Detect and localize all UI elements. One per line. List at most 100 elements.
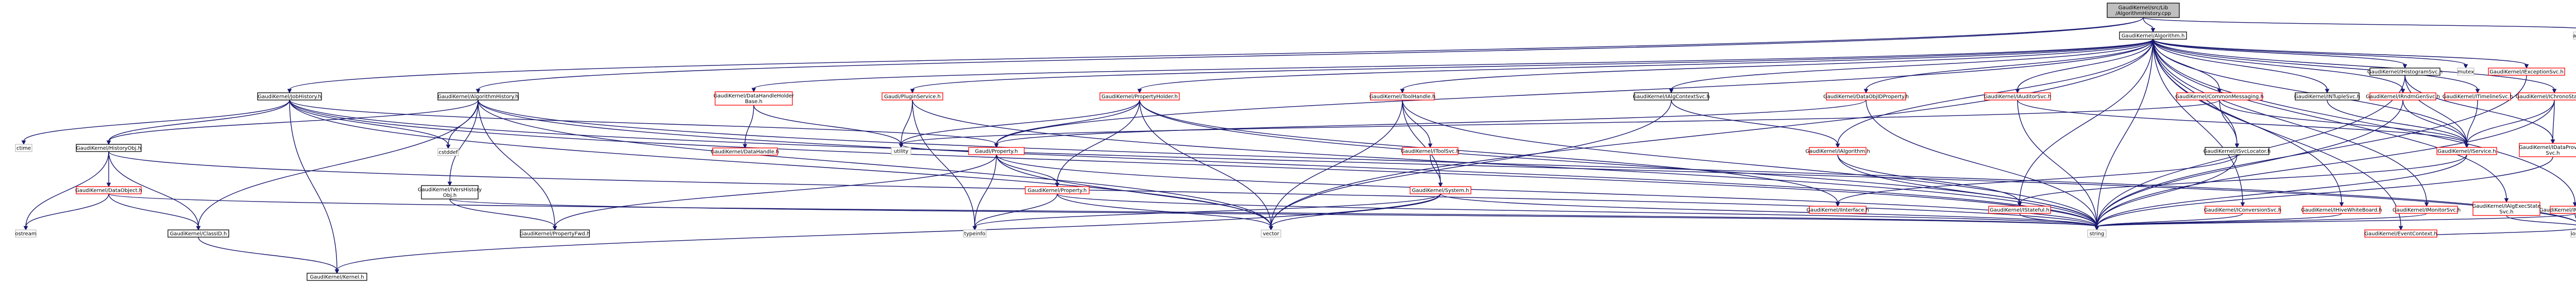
node-iivelvwhiteboard-h[interactable]: GaudiKernel/IHiveWhiteBoard.h xyxy=(2301,206,2382,214)
node-iinterface-h[interactable]: GaudiKernel/IInterface.h xyxy=(1806,206,1869,214)
node-iexceptionsvc-h[interactable]: GaudiKernel/IExceptionSvc.h xyxy=(2488,68,2565,76)
node-box[interactable] xyxy=(15,144,32,152)
node-mutex[interactable]: mutex xyxy=(2457,68,2475,76)
node-box[interactable] xyxy=(1370,92,1435,101)
node-box[interactable] xyxy=(2395,206,2458,214)
node-imonitorsvc-h[interactable]: GaudiKernel/IMonitorSvc.h xyxy=(2393,206,2461,214)
node-box[interactable] xyxy=(2205,206,2281,214)
node-cstddef[interactable]: cstddef xyxy=(437,148,459,156)
node-jobhistory-h[interactable]: GaudiKernel/JobHistory.h xyxy=(257,92,322,101)
node-box[interactable] xyxy=(421,185,479,199)
node-box[interactable] xyxy=(2295,92,2360,101)
node-box[interactable] xyxy=(1261,229,1281,238)
node-itoolsvc-h[interactable]: GaudiKernel/IToolSvc.h xyxy=(1401,147,1460,155)
node-box[interactable] xyxy=(1984,92,2051,101)
node-iconversionsvc-h[interactable]: GaudiKernel/IConversionSvc.h xyxy=(2204,206,2281,214)
node-propertyholder-h[interactable]: GaudiKernel/PropertyHolder.h xyxy=(1099,92,1180,101)
node-algorithmhistory-h[interactable]: GaudiKernel/AlgorithmHistory.h xyxy=(437,92,519,101)
node-utility[interactable]: utility xyxy=(891,147,911,155)
node-box[interactable] xyxy=(2107,3,2180,18)
node-box[interactable] xyxy=(712,147,778,156)
node-dataobject-h[interactable]: GaudiKernel/DataObject.h xyxy=(75,186,142,194)
node-box[interactable] xyxy=(167,229,229,238)
node-string[interactable]: string xyxy=(2087,229,2107,238)
node-ctime[interactable]: ctime xyxy=(15,144,32,152)
node-datadbjproperty-h[interactable]: GaudiKernel/DataObjIDProperty.h xyxy=(1823,92,1909,101)
node-box[interactable] xyxy=(1410,186,1471,194)
node-box[interactable] xyxy=(437,148,459,156)
node-box[interactable] xyxy=(1988,206,2051,214)
node-istatefulinterface-h[interactable]: GaudiKernel/IStateful.h xyxy=(1988,206,2051,214)
node-box[interactable] xyxy=(2457,68,2475,76)
node-isystem-h[interactable]: GaudiKernel/System.h xyxy=(1410,186,1471,194)
node-box[interactable] xyxy=(257,92,322,101)
node-box[interactable] xyxy=(2176,92,2263,101)
node-ialgcontextsvc-h[interactable]: GaudiKernel/IAlgContextSvc.h xyxy=(1633,92,1710,101)
node-kernel-h[interactable]: GaudiKernel/Kernel.h xyxy=(307,273,367,281)
node-box[interactable] xyxy=(2436,147,2497,155)
node-eventcontext-h[interactable]: GaudiKernel/EventContext.h xyxy=(2364,229,2437,238)
node-isvclocator-h[interactable]: GaudiKernel/ISvcLocator.h xyxy=(2204,147,2271,155)
node-box[interactable] xyxy=(2444,92,2511,101)
node-root[interactable]: GaudiKernel/src/Lib/AlgorithmHistory.cpp xyxy=(2107,3,2180,18)
node-toolhandle-h[interactable]: GaudiKernel/ToolHandle.h xyxy=(1369,92,1435,101)
node-box[interactable] xyxy=(15,229,37,238)
node-ialgorithm-h[interactable]: GaudiKernel/IAlgorithm.h xyxy=(1805,147,1870,155)
node-classid-h[interactable]: GaudiKernel/ClassID.h xyxy=(167,229,229,238)
node-algorithm-h[interactable]: GaudiKernel/Algorithm.h xyxy=(2119,31,2187,40)
node-box[interactable] xyxy=(1809,147,1867,155)
node-property-h[interactable]: Gaudi/Property.h xyxy=(968,147,1025,155)
node-box[interactable] xyxy=(520,229,590,238)
node-box[interactable] xyxy=(437,92,519,101)
node-ichronostatsvc-h[interactable]: GaudiKernel/IChronoStatSvc.h xyxy=(2516,92,2576,101)
node-propertyfwd-h[interactable]: GaudiKernel/PropertyFwd.h xyxy=(520,229,590,238)
node-box[interactable] xyxy=(2369,68,2441,76)
node-box[interactable] xyxy=(2488,68,2565,76)
node-box[interactable] xyxy=(2570,229,2576,238)
node-box[interactable] xyxy=(963,229,987,238)
node-box[interactable] xyxy=(882,92,943,101)
node-box[interactable] xyxy=(307,273,367,281)
node-box[interactable] xyxy=(2550,206,2576,214)
node-box[interactable] xyxy=(2573,31,2576,40)
node-gaudiproperty-h[interactable]: GaudiKernel/Property.h xyxy=(1025,186,1090,194)
node-box[interactable] xyxy=(76,186,142,194)
node-ihistogramsvc-h[interactable]: GaudiKernel/IHistogramSvc.h xyxy=(2367,68,2443,76)
node-ostream[interactable]: ostream xyxy=(15,229,37,238)
node-box[interactable] xyxy=(968,147,1025,155)
node-idataprovidersvc-h[interactable]: GaudiKernel/IDataProviderSvc.h xyxy=(2519,143,2576,157)
node-iauditorsvc-h[interactable]: GaudiKernel/IAuditorSvc.h xyxy=(1984,92,2052,101)
node-box[interactable] xyxy=(2519,143,2576,157)
node-box[interactable] xyxy=(891,147,911,155)
node-assert-h[interactable]: assert.h xyxy=(2573,31,2576,40)
node-box[interactable] xyxy=(2302,206,2381,214)
node-historyobj-h[interactable]: GaudiKernel/HistoryObj.h xyxy=(76,144,142,152)
node-box[interactable] xyxy=(1826,92,1906,101)
node-vector[interactable]: vector xyxy=(1261,229,1281,238)
node-box[interactable] xyxy=(76,144,142,152)
node-intuplesvc-h[interactable]: GaudiKernel/INTupleSvc.h xyxy=(2294,92,2360,101)
node-iservice-h[interactable]: GaudiKernel/IService.h xyxy=(2436,147,2497,155)
node-itimelinesvc-h[interactable]: GaudiKernel/ITimelineSvc.h xyxy=(2443,92,2513,101)
node-box[interactable] xyxy=(1025,186,1090,194)
node-irndmgensvc-h[interactable]: GaudiKernel/IRndmGenSvc.h xyxy=(2366,92,2440,101)
node-box[interactable] xyxy=(715,91,793,106)
node-box[interactable] xyxy=(2119,31,2187,40)
node-idatahandle-h[interactable]: GaudiKernel/DataHandle.h xyxy=(711,147,779,156)
node-commonmessaging-h[interactable]: GaudiKernel/CommonMessaging.h xyxy=(2175,92,2264,101)
node-box[interactable] xyxy=(2518,92,2576,101)
node-box[interactable] xyxy=(1099,92,1180,101)
node-typeinfo[interactable]: typeinfo xyxy=(963,229,987,238)
node-box[interactable] xyxy=(2364,229,2437,238)
node-box[interactable] xyxy=(2087,229,2107,238)
node-imessagesvc-h[interactable]: GaudiKernel/IMessageSvc.h xyxy=(2539,206,2576,214)
node-box[interactable] xyxy=(1634,92,1709,101)
node-box[interactable] xyxy=(1402,147,1459,155)
node-box[interactable] xyxy=(1809,206,1867,214)
node-box[interactable] xyxy=(2205,147,2269,155)
node-pluginservice-h[interactable]: Gaudi/PluginService.h xyxy=(882,92,943,101)
node-box[interactable] xyxy=(2472,202,2540,216)
